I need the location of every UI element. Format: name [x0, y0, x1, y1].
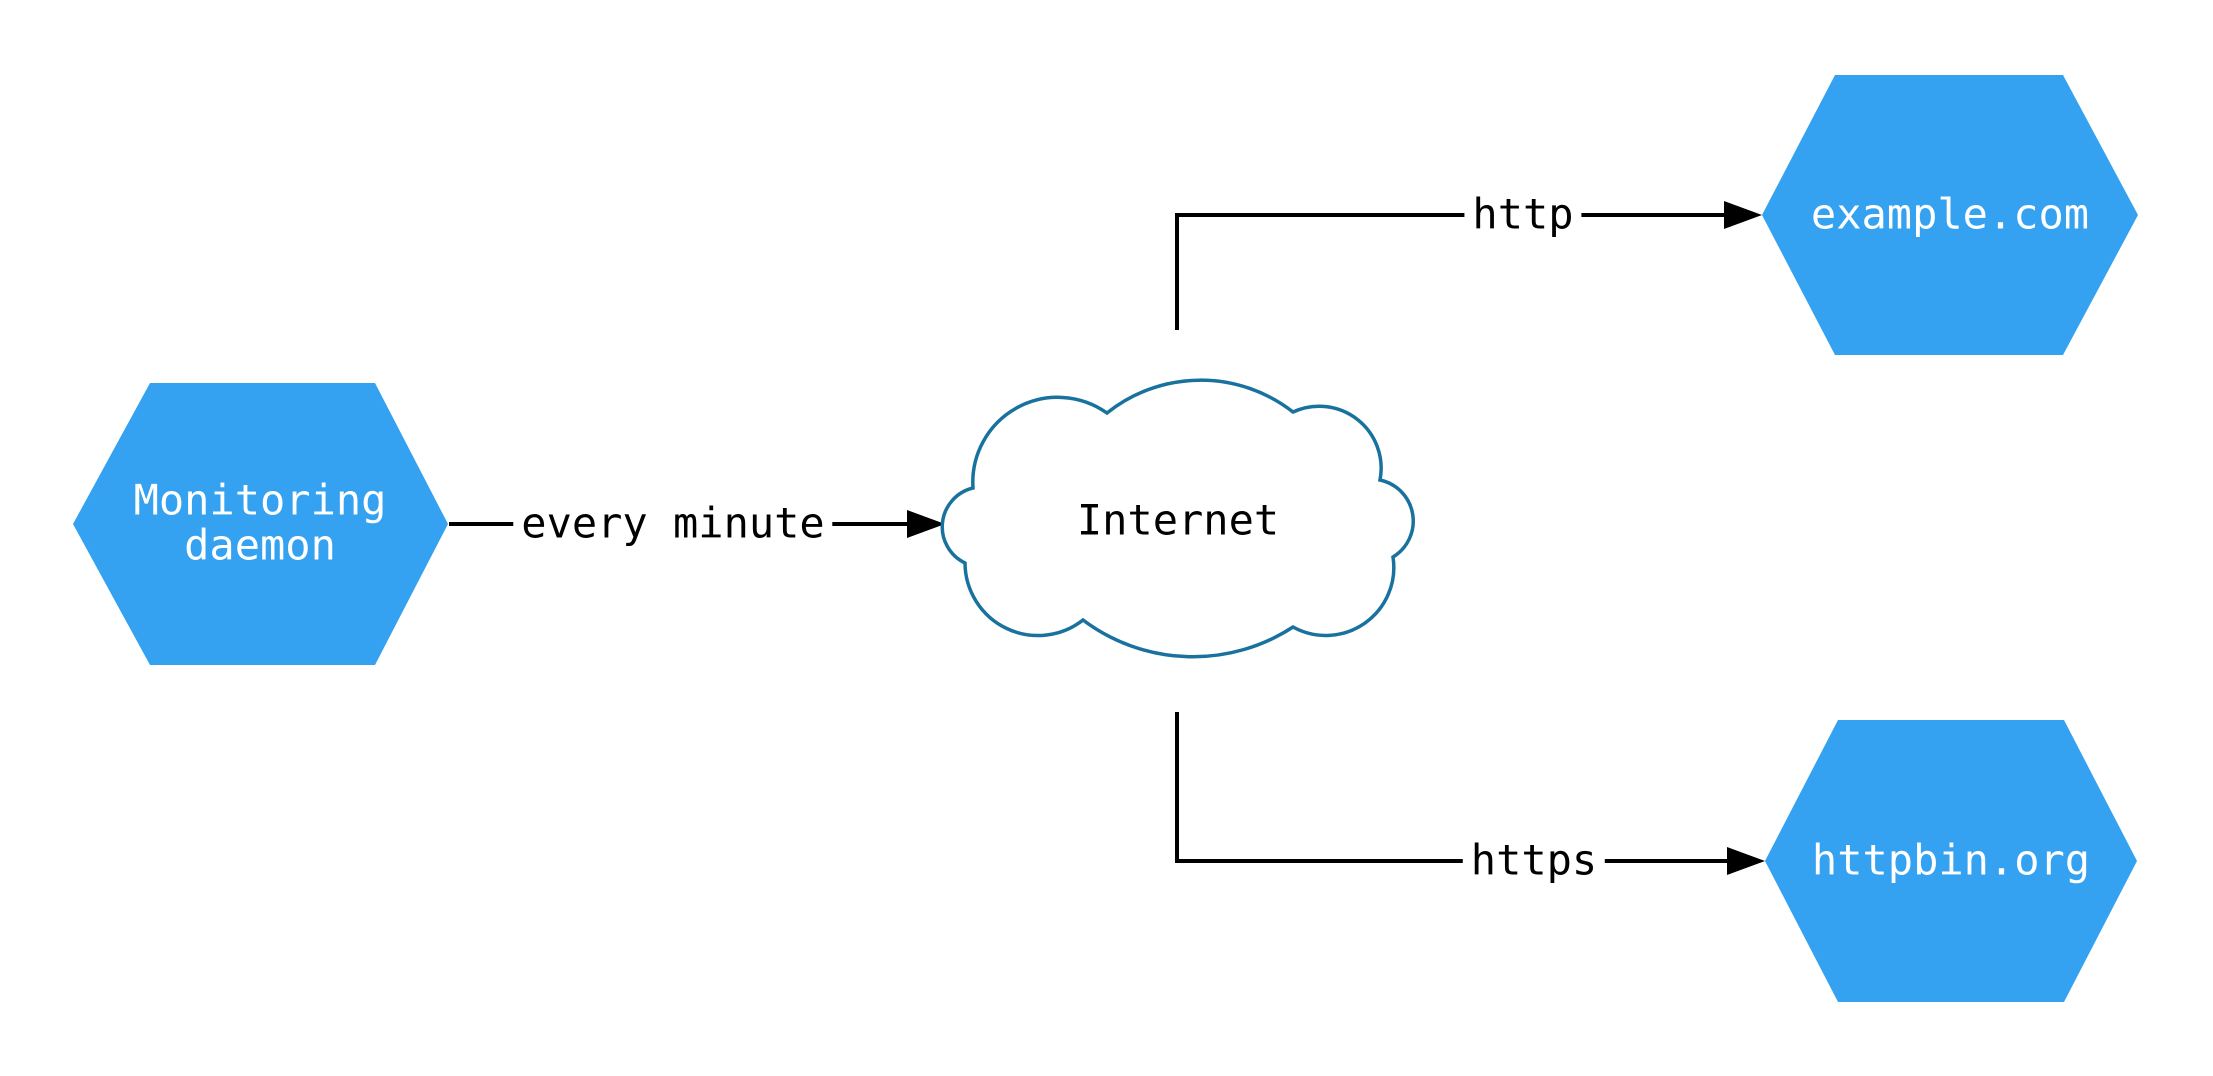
- arrowhead-https-icon: [1727, 847, 1765, 875]
- edge-https: [1175, 712, 1731, 863]
- example-com-label: example.com: [1810, 189, 2090, 239]
- edge-label-https: https: [1462, 838, 1606, 884]
- monitoring-daemon-node: [73, 383, 448, 665]
- httpbin-org-label: httpbin.org: [1811, 835, 2091, 885]
- example-com-node: [1762, 75, 2138, 355]
- monitoring-daemon-label: Monitoring daemon: [133, 475, 387, 569]
- edge-label-every-minute: every minute: [513, 501, 833, 547]
- internet-label: Internet: [1076, 495, 1280, 545]
- arrowhead-http-icon: [1724, 201, 1762, 229]
- httpbin-org-node: [1765, 720, 2137, 1002]
- internet-cloud-node: [940, 378, 1415, 659]
- edge-label-http: http: [1464, 192, 1582, 238]
- arrowhead-every-minute-icon: [907, 510, 945, 538]
- edge-http: [1175, 213, 1728, 330]
